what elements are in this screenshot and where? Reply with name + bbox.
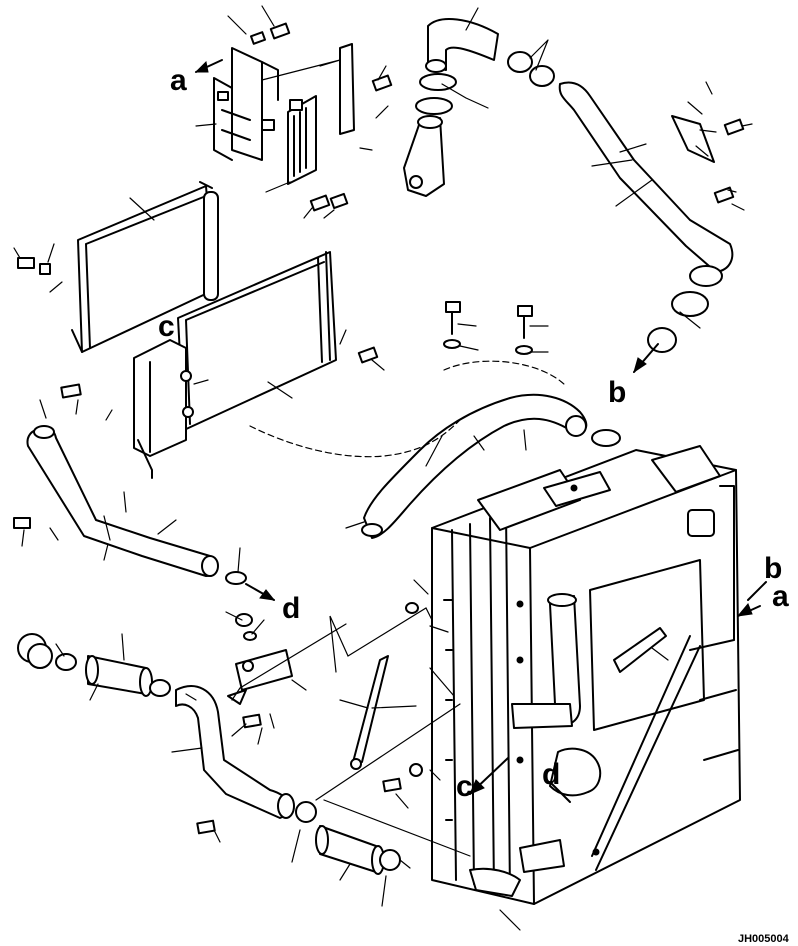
support-brackets xyxy=(227,649,389,770)
left-lower-hose xyxy=(26,425,247,585)
arrows xyxy=(194,59,767,803)
bottom-left-hoses xyxy=(17,633,401,875)
upper-bracket xyxy=(213,43,355,161)
label-a-right: a xyxy=(772,580,789,613)
leader-lines xyxy=(13,5,753,931)
long-upper-pipe xyxy=(558,81,734,353)
upper-hoses xyxy=(403,18,555,197)
radiator-core xyxy=(133,251,337,479)
reference-labels: a c b d b a c d xyxy=(158,64,789,803)
bolts xyxy=(13,22,745,835)
label-b-mid: b xyxy=(608,376,626,409)
condenser-frame xyxy=(71,181,219,353)
radiator-frame-assembly xyxy=(431,445,741,905)
middle-hose xyxy=(249,301,621,539)
oil-cooler xyxy=(287,95,317,185)
label-d-left: d xyxy=(282,592,300,625)
label-c-top: c xyxy=(158,310,175,343)
label-b-right: b xyxy=(764,552,782,585)
drawing-code: JH005004 xyxy=(738,933,790,945)
label-d-bottom: d xyxy=(542,758,560,791)
label-c-bottom: c xyxy=(456,770,473,803)
label-a-top: a xyxy=(170,64,187,97)
